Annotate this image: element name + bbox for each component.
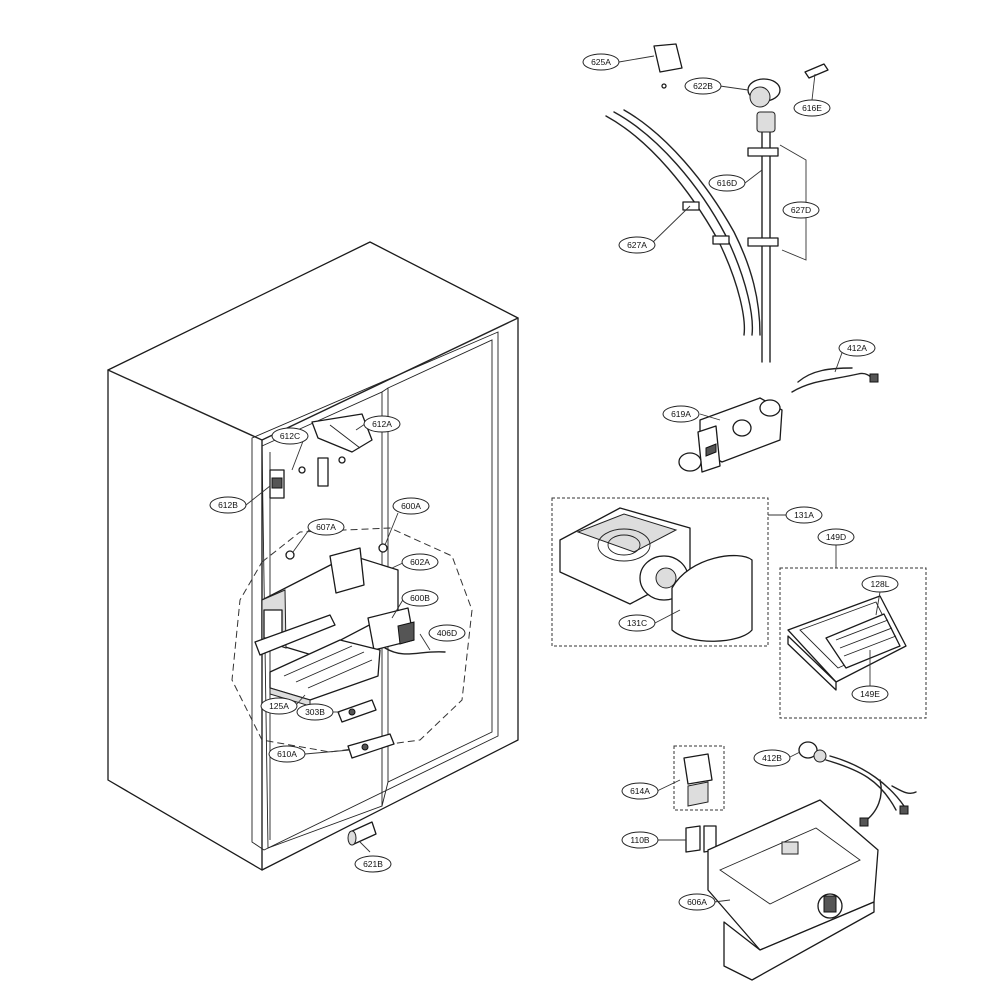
ice-bucket-group-131a: [551, 497, 769, 647]
callout-406d: 406D: [428, 624, 466, 642]
callout-label: 303B: [305, 707, 325, 717]
ice-maker-assembly: [231, 527, 473, 759]
callout-627a: 627A: [618, 236, 656, 254]
callout-627d: 627D: [782, 201, 820, 219]
callout-149d: 149D: [817, 528, 855, 546]
leader-lines: [245, 55, 881, 903]
callout-412a: 412A: [838, 339, 876, 357]
callout-label: 616D: [717, 178, 737, 188]
callout-label: 406D: [437, 628, 457, 638]
callout-label: 412B: [762, 753, 782, 763]
callout-625a: 625A: [582, 53, 620, 71]
callout-label: 627A: [627, 240, 647, 250]
callout-label: 131C: [627, 618, 647, 628]
callout-label: 607A: [316, 522, 336, 532]
callout-622b: 622B: [684, 77, 722, 95]
callout-label: 610A: [277, 749, 297, 759]
callout-149e: 149E: [851, 685, 889, 703]
callout-label: 128L: [871, 579, 890, 589]
callout-616e: 616E: [793, 99, 831, 117]
callout-label: 612B: [218, 500, 238, 510]
callout-128l: 128L: [861, 575, 899, 593]
callout-612c: 612C: [271, 427, 309, 445]
wire-harness-412a: [791, 367, 879, 393]
callout-412b: 412B: [753, 749, 791, 767]
callout-616d: 616D: [708, 174, 746, 192]
callout-621b: 621B: [354, 855, 392, 873]
callout-131a: 131A: [785, 506, 823, 524]
callout-110b: 110B: [621, 831, 659, 849]
callout-label: 110B: [630, 835, 650, 845]
refrigerator-cabinet: [107, 241, 519, 871]
callout-label: 600B: [410, 593, 430, 603]
housing-606a: [707, 799, 879, 981]
callout-610a: 610A: [268, 745, 306, 763]
callout-600a: 600A: [392, 497, 430, 515]
callout-600b: 600B: [401, 589, 439, 607]
callout-label: 412A: [847, 343, 867, 353]
callout-label: 616E: [802, 103, 822, 113]
callout-label: 131A: [794, 510, 814, 520]
callout-612a: 612A: [363, 415, 401, 433]
callout-label: 625A: [591, 57, 611, 67]
wire-harness-412b: [798, 741, 917, 827]
callout-125a: 125A: [260, 697, 298, 715]
callout-label: 612A: [372, 419, 392, 429]
callout-label: 627D: [791, 205, 811, 215]
callout-label: 612C: [280, 431, 300, 441]
fitting-621b: [347, 821, 377, 846]
callout-131c: 131C: [618, 614, 656, 632]
callout-label: 619A: [671, 409, 691, 419]
callout-label: 602A: [410, 557, 430, 567]
callout-label: 149D: [826, 532, 846, 542]
callout-614a: 614A: [621, 782, 659, 800]
callout-labels: 625A 622B 616E 616D 627D 627A 412A 619A …: [209, 53, 899, 911]
callout-607a: 607A: [307, 518, 345, 536]
relay-614a: [673, 745, 725, 811]
callout-303b: 303B: [296, 703, 334, 721]
water-valve-619a: [678, 397, 783, 473]
callout-label: 125A: [269, 701, 289, 711]
callout-label: 606A: [687, 897, 707, 907]
callout-619a: 619A: [662, 405, 700, 423]
water-tube-assembly: [605, 43, 829, 363]
callout-602a: 602A: [401, 553, 439, 571]
callout-label: 621B: [363, 859, 383, 869]
callout-label: 622B: [693, 81, 713, 91]
filter-frame-149d: [779, 567, 927, 719]
callout-606a: 606A: [678, 893, 716, 911]
callout-label: 600A: [401, 501, 421, 511]
callout-label: 614A: [630, 786, 650, 796]
callout-612b: 612B: [209, 496, 247, 514]
callout-label: 149E: [860, 689, 880, 699]
mounting-brackets-612: [269, 413, 373, 499]
